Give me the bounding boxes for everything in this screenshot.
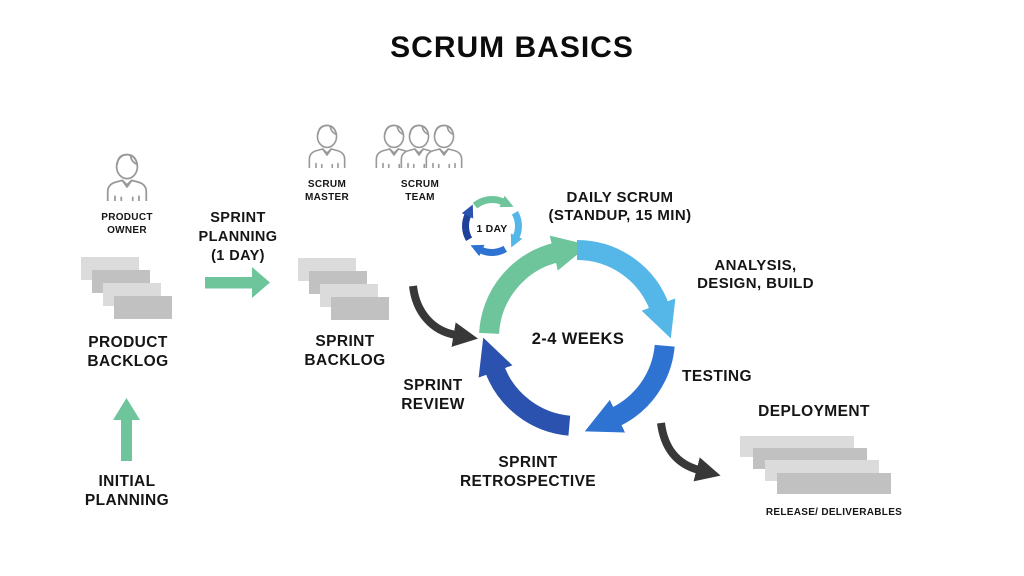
scrum-master-icon	[308, 124, 346, 168]
sprint-retrospective-label: SPRINT RETROSPECTIVE	[459, 454, 597, 490]
sprint-planning-label: SPRINT PLANNING (1 DAY)	[198, 210, 278, 264]
release-deliverables-stack	[740, 436, 892, 496]
product-owner-icon	[106, 153, 148, 201]
scrum-team-label: SCRUM TEAM	[400, 179, 440, 203]
analysis-design-build-label: ANALYSIS, DESIGN, BUILD	[697, 257, 814, 292]
daily-cycle-duration-label: 1 DAY	[476, 223, 508, 235]
daily-cycle-icon	[461, 195, 523, 257]
sprint-duration-label: 2-4 WEEKS	[531, 330, 625, 348]
scrum-team-icon	[375, 124, 463, 168]
product-backlog-stack	[81, 257, 176, 322]
initial-planning-arrow	[113, 398, 140, 461]
product-owner-label: PRODUCT OWNER	[101, 212, 153, 236]
initial-planning-label: INITIAL PLANNING	[84, 473, 170, 509]
sprint-backlog-label: SPRINT BACKLOG	[304, 333, 386, 369]
scrum-master-label: SCRUM MASTER	[304, 179, 350, 203]
cycle-to-deployment-arrow	[657, 422, 721, 482]
sprint-backlog-stack	[298, 258, 393, 323]
sprint-cycle	[478, 235, 676, 436]
sprint-review-label: SPRINT REVIEW	[401, 377, 465, 413]
sprint-planning-arrow	[205, 267, 270, 298]
testing-label: TESTING	[682, 368, 752, 385]
deployment-label: DEPLOYMENT	[758, 403, 870, 420]
backlog-card	[114, 296, 172, 319]
backlog-to-sprint-arrow	[409, 285, 479, 347]
page-title: SCRUM BASICS	[390, 31, 634, 64]
daily-scrum-label: DAILY SCRUM (STANDUP, 15 MIN)	[548, 189, 692, 224]
release-deliverables-label: RELEASE/ DELIVERABLES	[765, 507, 903, 518]
deliverable-card	[777, 473, 891, 494]
backlog-card	[331, 297, 389, 320]
product-backlog-label: PRODUCT BACKLOG	[87, 334, 169, 370]
